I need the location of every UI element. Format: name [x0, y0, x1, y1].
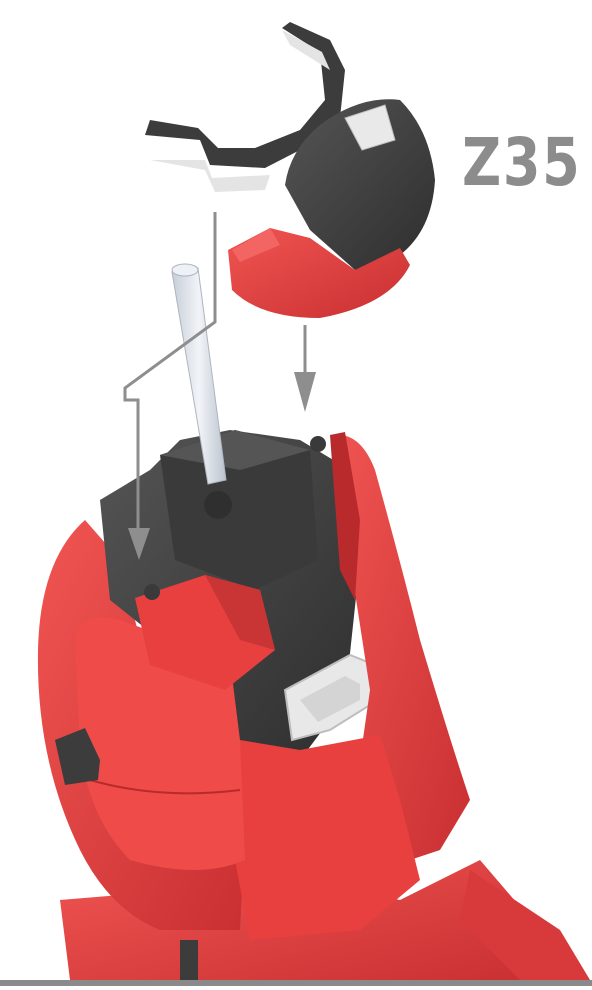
- arrow-center: [294, 372, 316, 412]
- clear-shaft-top: [172, 264, 198, 276]
- peg-hole-right: [310, 436, 326, 452]
- peg-hole-left: [144, 584, 160, 600]
- bottom-divider: [0, 980, 592, 986]
- step-label: Z35: [462, 130, 581, 196]
- lower-connector: [180, 940, 198, 980]
- main-assembly: [38, 264, 590, 980]
- shaft-socket: [204, 491, 232, 519]
